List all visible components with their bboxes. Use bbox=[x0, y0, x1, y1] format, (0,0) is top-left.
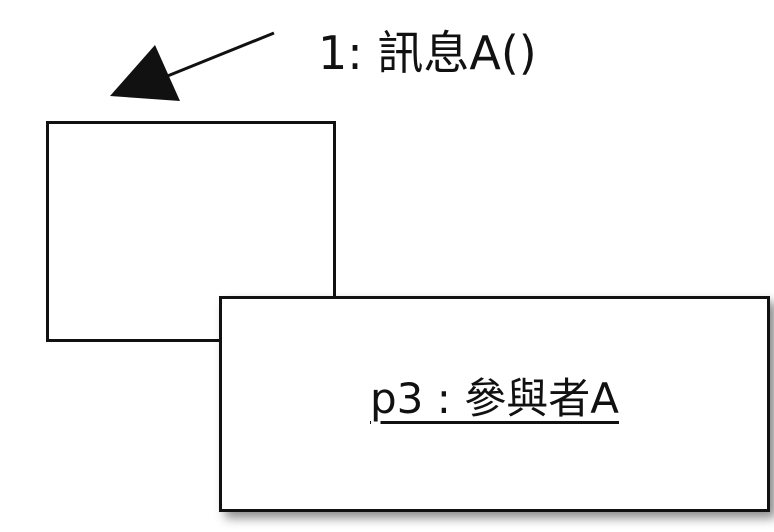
message-arrowhead-icon bbox=[110, 45, 180, 101]
participant-label: p3 : 參與者A bbox=[370, 374, 619, 423]
participant-box: p3 : 參與者A bbox=[219, 296, 770, 512]
message-arrow-shaft bbox=[164, 31, 275, 79]
message-label: 1: 訊息A() bbox=[318, 26, 537, 80]
